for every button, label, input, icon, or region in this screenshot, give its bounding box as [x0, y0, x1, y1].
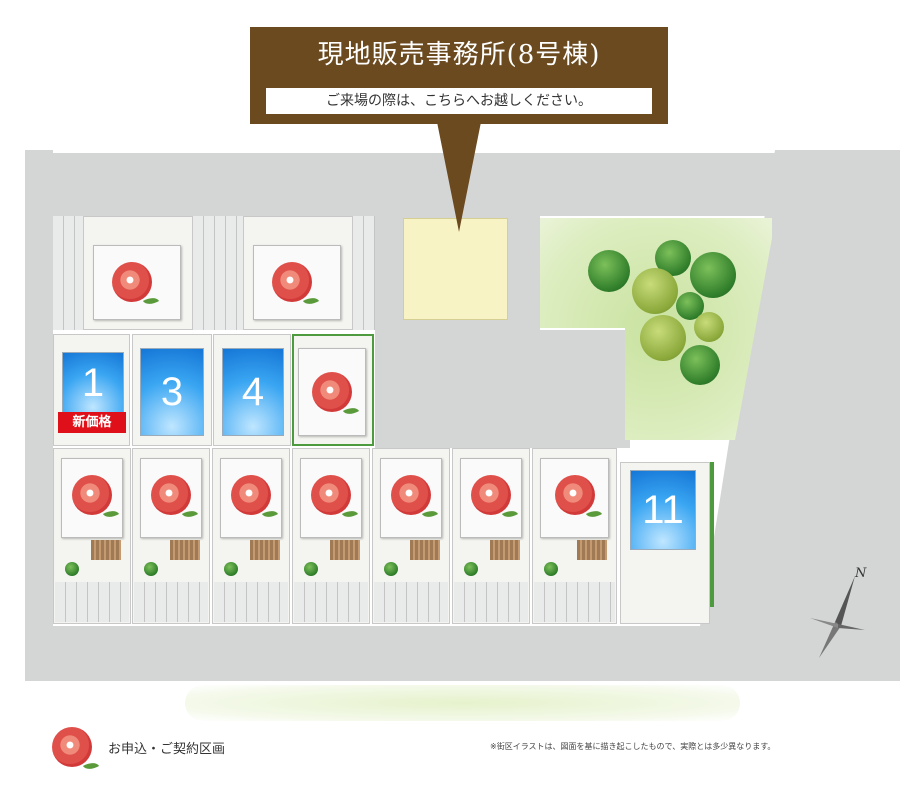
sold-rose-icon [391, 475, 431, 515]
tree [690, 252, 736, 298]
compass-north-label: N [855, 566, 867, 581]
tree [680, 345, 720, 385]
deck [91, 540, 121, 560]
parking [534, 582, 615, 622]
sold-rose-icon [72, 475, 112, 515]
parking [294, 582, 368, 622]
tree [640, 315, 686, 361]
office-lot[interactable] [403, 218, 508, 320]
tree [694, 312, 724, 342]
parking [214, 582, 288, 622]
east-drive [540, 330, 630, 448]
sold-rose-icon [231, 475, 271, 515]
parking [134, 582, 208, 622]
legend-rose-icon [52, 727, 92, 767]
sold-rose-icon [311, 475, 351, 515]
deck [577, 540, 607, 560]
lot-4-available[interactable]: 4 [222, 348, 284, 436]
sold-rose-icon [272, 262, 312, 302]
legend-label: お申込・ご契約区画 [108, 742, 226, 757]
road-bottom [25, 626, 805, 681]
tree [588, 250, 630, 292]
sold-rose-icon [471, 475, 511, 515]
parking [193, 216, 243, 330]
tree [632, 268, 678, 314]
parking [53, 216, 83, 330]
road-top [25, 150, 775, 216]
shrub [544, 562, 558, 576]
shrub [65, 562, 79, 576]
sidewalk-green [185, 685, 740, 721]
disclaimer-note: ※街区イラストは、図面を基に描き起こしたもので、実際とは多少異なります。 [490, 742, 776, 751]
parking [353, 216, 375, 330]
shrub [144, 562, 158, 576]
lot-1-available[interactable]: 1 [62, 352, 124, 414]
sold-rose-icon [312, 372, 352, 412]
deck [250, 540, 280, 560]
deck [490, 540, 520, 560]
hedge [710, 462, 714, 607]
shrub [384, 562, 398, 576]
compass-icon [810, 576, 865, 658]
shrub [224, 562, 238, 576]
sold-rose-icon [554, 475, 595, 515]
deck [410, 540, 440, 560]
shrub [464, 562, 478, 576]
parking [374, 582, 448, 622]
sold-rose-icon [112, 262, 152, 302]
new-price-badge: 新価格 [58, 412, 126, 433]
parking [454, 582, 528, 622]
office-sign-subtitle: ご来場の際は、こちらへお越しください。 [266, 88, 652, 114]
deck [170, 540, 200, 560]
road-left [25, 150, 53, 680]
parking [55, 582, 129, 622]
deck [330, 540, 360, 560]
office-sign-title: 現地販売事務所(8号棟) [317, 40, 601, 70]
lot-11-available[interactable]: 11 [630, 470, 696, 550]
sold-rose-icon [151, 475, 191, 515]
lot-3-available[interactable]: 3 [140, 348, 204, 436]
shrub [304, 562, 318, 576]
